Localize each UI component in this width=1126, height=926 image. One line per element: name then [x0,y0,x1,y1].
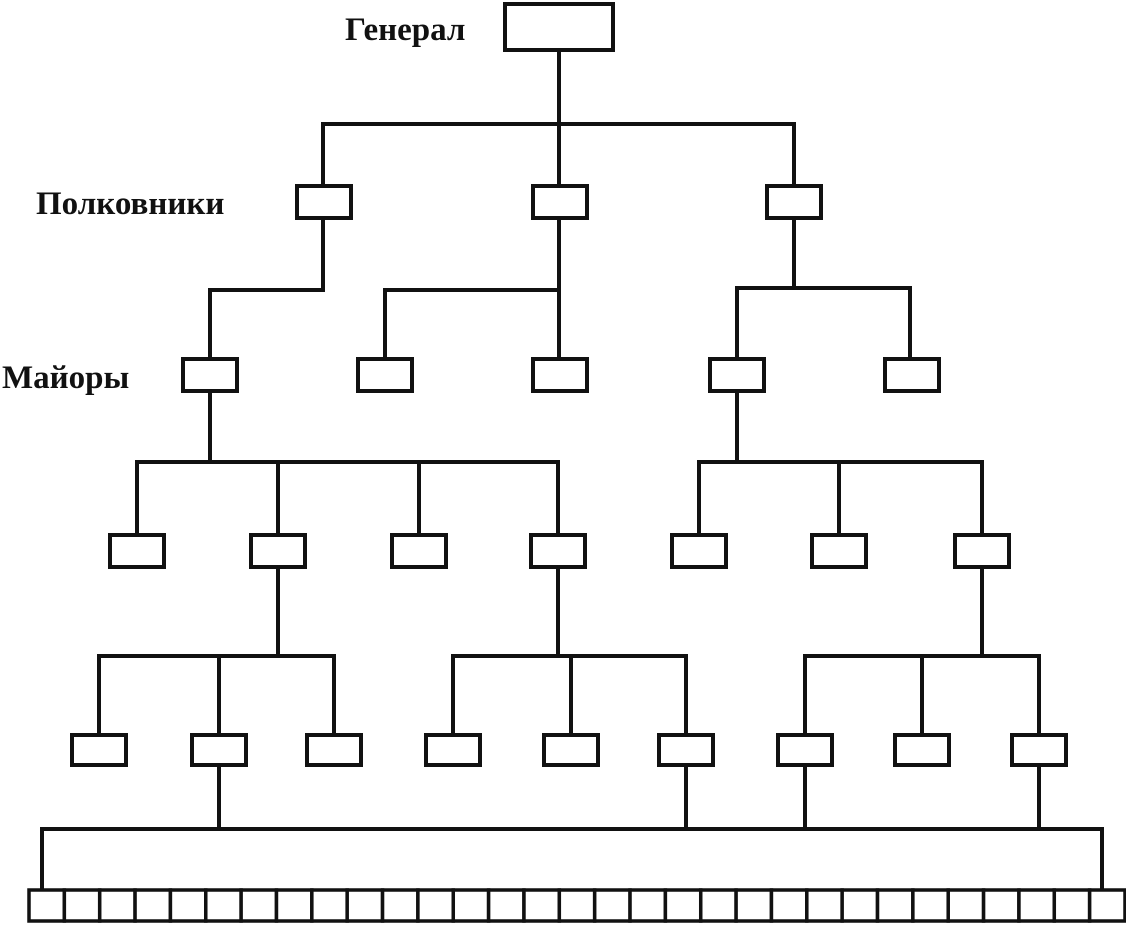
node-level-5 [190,733,248,767]
bottom-cell [133,888,173,923]
node-level-4 [108,533,166,569]
bottom-cell [345,888,385,923]
bottom-cell [1052,888,1092,923]
bottom-cell [628,888,668,923]
node-level-5 [305,733,363,767]
node-colonel [295,184,353,220]
bottom-cell [769,888,809,923]
bottom-cell [522,888,562,923]
bottom-row [27,888,1126,923]
connectors [40,48,1104,892]
bottom-cell [840,888,880,923]
bottom-cell [946,888,986,923]
bottom-cell [557,888,597,923]
node-level-4 [390,533,448,569]
bottom-cell [486,888,526,923]
bottom-cell [875,888,915,923]
bottom-cell [592,888,632,923]
bottom-cell [416,888,455,923]
bottom-cell [168,888,208,923]
bottom-cell [1017,888,1057,923]
connector-colonel1-major [208,216,325,361]
bottom-cell [663,888,703,923]
label-general: Генерал [345,12,465,48]
node-general [503,2,615,52]
node-major [708,357,766,393]
node-colonel [531,184,589,220]
node-level-5 [1010,733,1068,767]
node-major [181,357,239,393]
node-level-4 [953,533,1011,569]
node-level-5 [424,733,482,767]
bottom-cell [310,888,349,923]
bottom-cell [805,888,844,923]
bottom-cell [380,888,420,923]
node-major [531,357,589,393]
bottom-cell [204,888,243,923]
bottom-cell [27,888,67,923]
node-level-4 [249,533,307,569]
node-level-5 [893,733,951,767]
node-level-5 [70,733,128,767]
node-level-5 [776,733,834,767]
node-level-4 [670,533,728,569]
bottom-cell [1087,888,1126,923]
node-major [356,357,414,393]
node-level-5 [657,733,715,767]
label-colonels: Полковники [36,186,224,222]
node-level-5 [542,733,600,767]
node-colonel [765,184,823,220]
node-level-4 [529,533,587,569]
bottom-cell [62,888,102,923]
bottom-cell [981,888,1021,923]
bottom-cell [97,888,137,923]
node-major [883,357,941,393]
bottom-cell [698,888,738,923]
node-level-4 [810,533,868,569]
nodes [70,2,1068,767]
bottom-cell [239,888,279,923]
bottom-cell [274,888,314,923]
label-majors: Майоры [2,360,129,396]
bottom-cell [734,888,774,923]
bottom-cell [451,888,491,923]
bottom-cell [911,888,950,923]
